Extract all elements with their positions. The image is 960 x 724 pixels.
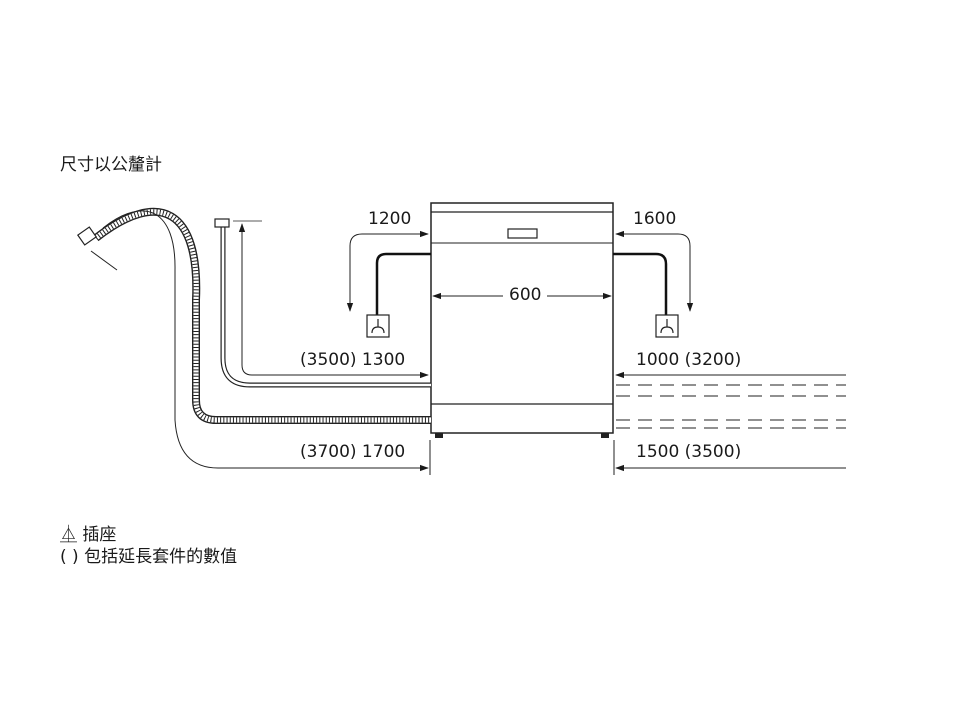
right-power-cord (613, 252, 668, 315)
right-cord-arrow (615, 230, 694, 312)
dishwasher-body (430, 202, 614, 438)
right-cord-length-label: 1600 (633, 209, 677, 229)
drain-hose-dimension-arrow (102, 210, 429, 472)
right-drain-length-label: 1500 (3500) (636, 442, 742, 462)
water-inlet-hose (220, 226, 431, 388)
left-cord-arrow (346, 230, 429, 312)
right-socket-icon (655, 314, 679, 338)
right-inlet-length-label: 1000 (3200) (636, 350, 742, 370)
inlet-hose-dimension-arrow (238, 223, 429, 379)
control-panel-display (507, 228, 538, 239)
left-cord-length-label: 1200 (368, 209, 412, 229)
legend-socket: ⏅ 插座 (60, 520, 116, 545)
legend-parentheses: ( ) 包括延長套件的數值 (60, 542, 237, 567)
socket-legend-icon: ⏅ (60, 525, 77, 545)
water-inlet-connector (214, 218, 230, 228)
hidden-pipes (616, 384, 846, 429)
paren-legend-label: 包括延長套件的數值 (84, 547, 238, 567)
left-foot (435, 433, 443, 438)
units-note: 尺寸以公釐計 (60, 155, 162, 175)
left-socket-icon (366, 314, 390, 338)
drain-hose-end (76, 226, 118, 271)
drain-hose (93, 207, 431, 424)
paren-legend-symbol: ( ) (60, 547, 79, 567)
inlet-hose-length-label: (3500) 1300 (300, 350, 406, 370)
left-power-cord (375, 252, 431, 315)
width-label: 600 (503, 285, 548, 305)
right-foot (601, 433, 609, 438)
drain-hose-length-label: (3700) 1700 (300, 442, 406, 462)
socket-legend-label: 插座 (82, 525, 117, 545)
